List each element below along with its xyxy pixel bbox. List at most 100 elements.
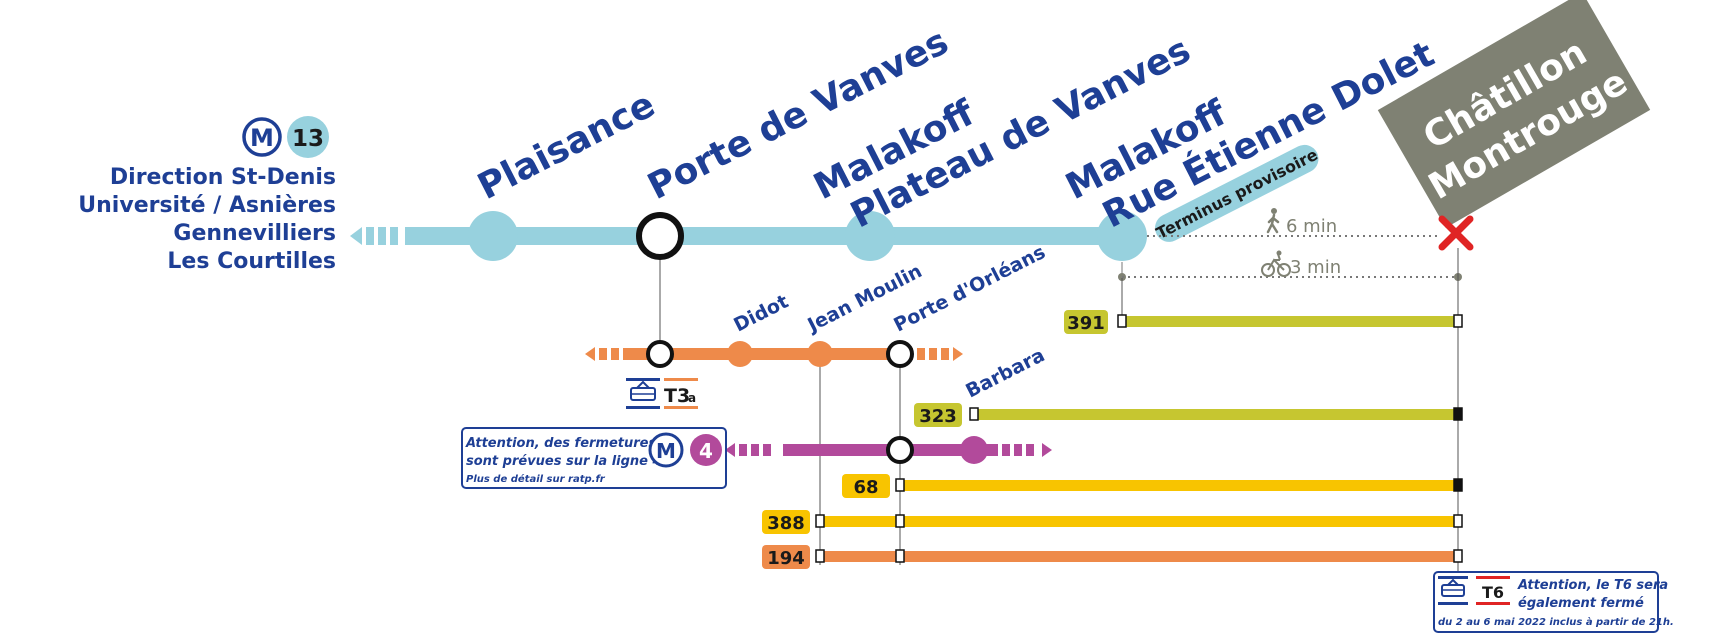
dash [599, 348, 607, 360]
bus-line-68: 68 [842, 474, 1463, 498]
stop-label-porte-dorleans: Porte d'Orléans [890, 241, 1049, 336]
bus-bar [824, 516, 1458, 527]
stop-interchange-porte-dorleans [886, 340, 914, 368]
bus-stop-marker [815, 549, 825, 563]
dash [1014, 444, 1022, 456]
bus-badge [762, 545, 810, 569]
bus-number: 323 [919, 406, 957, 427]
direction-arrow-icon [585, 347, 595, 361]
tram-t3a-line [585, 340, 963, 368]
metro-4-line [725, 436, 1052, 464]
bus-number: 388 [767, 513, 805, 534]
notice-box [1433, 571, 1659, 633]
bus-bar [824, 551, 1458, 562]
dash [611, 348, 619, 360]
walk-connector: 6 min [1147, 208, 1438, 237]
tram-icon [1438, 576, 1468, 605]
tram-color-bar [664, 406, 698, 409]
bus-stop-marker [1453, 549, 1463, 563]
closed-cross-icon [1438, 215, 1474, 251]
tram-t3a-logo: T3 a [626, 378, 698, 409]
tram-suffix: a [688, 391, 696, 405]
line-4-number: 4 [699, 439, 713, 463]
bus-stop-marker [969, 407, 979, 421]
bus-number: 68 [853, 477, 878, 498]
bus-line-391: 391 [1064, 310, 1463, 334]
dash [1002, 444, 1010, 456]
metro-m-icon [242, 117, 282, 157]
stop-interchange-porte-de-vanves [646, 340, 674, 368]
stop-name: Porte d'Orléans [890, 241, 1049, 336]
line-13-disc [287, 116, 329, 158]
bus-stop-marker [1453, 314, 1463, 328]
dash [366, 227, 374, 245]
bus-number: 194 [767, 548, 805, 569]
stop-label-didot: Didot [730, 291, 792, 337]
metro-m-letter: M [250, 124, 274, 152]
tram-icon [626, 378, 660, 409]
direction-line-3: Gennevilliers [173, 221, 336, 246]
bus-stop-marker [1453, 478, 1463, 492]
metro-13-logo: M 13 [242, 116, 329, 158]
line-4-disc [690, 434, 722, 466]
terminus-badge [1155, 144, 1319, 242]
direction-arrow-icon [1042, 443, 1052, 457]
bus-stop-marker [895, 514, 905, 528]
line-13-number: 13 [292, 126, 324, 152]
notice-metro-4: Attention, des fermetures sont prévues s… [461, 427, 727, 489]
notice-text: Attention, le T6 sera [1517, 578, 1668, 593]
bus-stop-marker [815, 514, 825, 528]
walk-time: 6 min [1286, 216, 1337, 237]
direction-arrow-icon [953, 347, 963, 361]
bus-stop-marker [1117, 314, 1127, 328]
bus-badge [1064, 310, 1108, 334]
stop-interchange-porte-dorleans [886, 436, 914, 464]
notice-t6: T6 Attention, le T6 sera également fermé… [1433, 571, 1674, 633]
dash [1026, 444, 1034, 456]
bus-line-194: 194 [762, 545, 1463, 569]
bus-bar [1124, 316, 1458, 327]
dash [739, 444, 747, 456]
tram-t3a-bar [623, 348, 913, 360]
notice-text: sont prévues sur la ligne 4 [466, 454, 662, 469]
metro-m-icon [648, 432, 684, 468]
station-dot-plateau-de-vanves [845, 211, 895, 261]
bicycle-icon [1261, 250, 1291, 277]
tram-color-bar [664, 378, 698, 381]
dash [929, 348, 937, 360]
dash [378, 227, 386, 245]
station-interchange-porte-de-vanves [636, 212, 684, 260]
bike-connector: 3 min [1118, 250, 1462, 281]
direction-line-1: Direction St-Denis [109, 165, 336, 190]
station-dot-rue-etienne-dolet [1097, 211, 1147, 261]
dash [917, 348, 925, 360]
bus-line-388: 388 [762, 510, 1463, 534]
tram-color-bar [1476, 576, 1510, 579]
notice-text: Attention, des fermetures [465, 436, 657, 451]
station-label-plaisance: Plaisance [471, 84, 661, 208]
bike-time: 3 min [1290, 257, 1341, 278]
bus-stop-marker [1453, 514, 1463, 528]
walking-person-icon [1266, 208, 1280, 234]
dash [763, 444, 771, 456]
bus-badge [762, 510, 810, 534]
bus-stop-marker [1453, 407, 1463, 421]
closed-station-box [1377, 0, 1651, 228]
notice-link-text: Plus de détail sur ratp.fr [466, 473, 606, 485]
station-name: Plaisance [471, 84, 661, 208]
stop-dot-barbara [960, 436, 988, 464]
bus-badge [842, 474, 890, 498]
bus-stop-marker [895, 549, 905, 563]
bus-stop-marker [895, 478, 905, 492]
bus-line-323: 323 [914, 403, 1463, 427]
notice-date-text: du 2 au 6 mai 2022 inclus à partir de 21… [1438, 616, 1674, 628]
stop-dot-didot [727, 341, 753, 367]
closed-station-chatillon-montrouge: Châtillon Montrouge [1377, 0, 1651, 228]
bus-bar [976, 409, 1458, 420]
notice-text: également fermé [1518, 596, 1644, 611]
stop-dot-jean-moulin [807, 341, 833, 367]
tram-color-bar [1476, 602, 1510, 605]
direction-arrow-icon [725, 443, 735, 457]
